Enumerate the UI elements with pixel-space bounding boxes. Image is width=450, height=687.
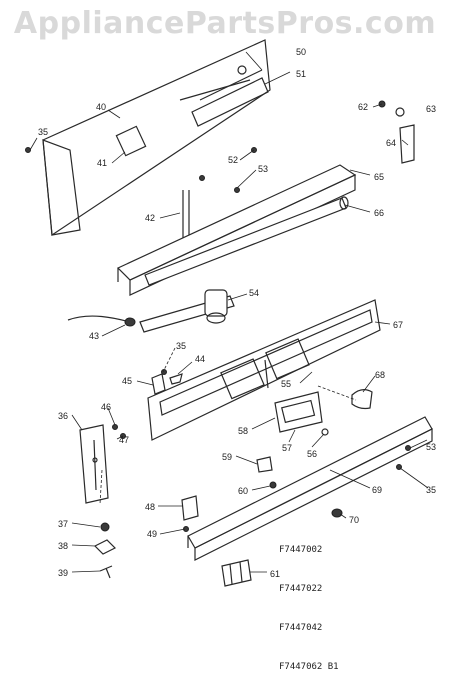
callout-66: 66 <box>374 208 384 218</box>
model-code-3: F7447042 <box>279 623 323 633</box>
callout-47: 47 <box>119 435 129 445</box>
part-40-rear-panel <box>42 39 271 237</box>
part-70-end-cap <box>331 508 343 518</box>
part-60-screw <box>269 481 277 489</box>
callout-56: 56 <box>307 449 317 459</box>
callout-60: 60 <box>238 486 248 496</box>
model-code-2: F7447022 <box>279 584 323 594</box>
part-54-motor <box>139 289 235 333</box>
callout-46: 46 <box>101 402 111 412</box>
part-66-rod <box>144 196 349 286</box>
callout-40: 40 <box>96 102 106 112</box>
callout-45: 45 <box>122 376 132 386</box>
part-45-bracket <box>151 373 166 395</box>
model-code-list: F7447002 F7447022 F7447042 F7447062 B1 <box>279 518 339 687</box>
part-43-cable <box>67 315 131 323</box>
callout-43: 43 <box>89 331 99 341</box>
callout-62: 62 <box>358 102 368 112</box>
part-38-clip <box>93 539 117 555</box>
watermark-text: AppliancePartsPros.com <box>13 6 437 41</box>
callout-42: 42 <box>145 213 155 223</box>
part-68-knob <box>351 389 373 410</box>
model-code-1: F7447002 <box>279 545 323 555</box>
callout-63: 63 <box>426 104 436 114</box>
exploded-parts-diagram: 35 40 41 42 43 50 51 52 53 62 63 64 65 6… <box>25 39 436 587</box>
part-65-channel <box>116 164 357 296</box>
callout-52: 52 <box>228 155 238 165</box>
leader-lines <box>29 51 429 573</box>
part-61-connector <box>221 559 252 587</box>
callout-49: 49 <box>147 529 157 539</box>
callout-54: 54 <box>249 288 259 298</box>
callout-68: 68 <box>375 370 385 380</box>
part-50-bracket <box>191 69 269 127</box>
part-59-switch <box>256 456 273 473</box>
callout-48: 48 <box>145 502 155 512</box>
callout-64: 64 <box>386 138 396 148</box>
callout-35-b: 35 <box>176 341 186 351</box>
callout-57: 57 <box>282 443 292 453</box>
callout-65: 65 <box>374 172 384 182</box>
callout-69: 69 <box>372 485 382 495</box>
callout-53-a: 53 <box>258 164 268 174</box>
part-57-board <box>274 391 323 433</box>
callout-59: 59 <box>222 452 232 462</box>
callout-51: 51 <box>296 69 306 79</box>
callout-35-a: 35 <box>38 127 48 137</box>
callout-39: 39 <box>58 568 68 578</box>
model-code-4: F7447062 B1 <box>279 662 339 672</box>
callout-55: 55 <box>281 379 291 389</box>
callout-41: 41 <box>97 158 107 168</box>
part-37-nut <box>100 522 110 532</box>
callout-44: 44 <box>195 354 205 364</box>
part-36-side-bracket <box>79 424 109 504</box>
callout-36: 36 <box>58 411 68 421</box>
callout-70: 70 <box>349 515 359 525</box>
callout-labels: 35 40 41 42 43 50 51 52 53 62 63 64 65 6… <box>38 47 436 579</box>
part-44-clip <box>169 373 183 385</box>
callout-38: 38 <box>58 541 68 551</box>
part-69-rail <box>187 416 433 561</box>
callout-58: 58 <box>238 426 248 436</box>
part-63-nut <box>395 107 405 117</box>
part-39-screw <box>99 565 113 579</box>
callout-35-c: 35 <box>426 485 436 495</box>
callout-61: 61 <box>270 569 280 579</box>
callout-67: 67 <box>393 320 403 330</box>
callout-50: 50 <box>296 47 306 57</box>
part-67-control-panel <box>147 299 381 441</box>
callout-53-b: 53 <box>426 442 436 452</box>
part-48-bracket <box>181 495 199 521</box>
callout-37: 37 <box>58 519 68 529</box>
part-56-washer <box>321 428 329 436</box>
part-41-label-plate <box>115 125 147 157</box>
